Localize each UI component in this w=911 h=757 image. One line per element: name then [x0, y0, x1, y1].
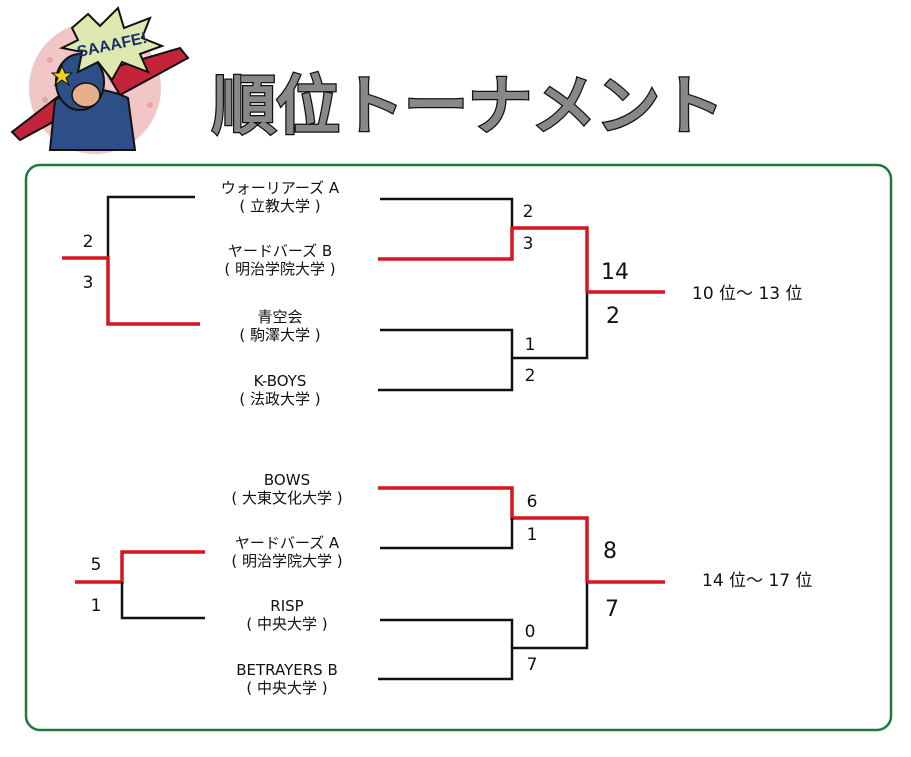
- g1-semi-bottom-score-a: 1: [525, 335, 536, 355]
- g1-team-3-school: ( 駒澤大学 ): [239, 326, 320, 344]
- g2-semi-bottom-winner-line: [378, 582, 589, 681]
- g2-team-4-school: ( 中央大学 ): [246, 679, 327, 697]
- g1-team-4-name: K-BOYS: [254, 372, 307, 390]
- g2-team-2-name: ヤードバーズ A: [235, 534, 340, 552]
- g2-left-top-line: [75, 550, 205, 584]
- g2-semi-bottom-score-b: 7: [527, 655, 538, 675]
- g1-semi-top-winner-line: [378, 226, 589, 292]
- g2-semi-top-score-b: 1: [527, 525, 538, 545]
- g1-team-4-school: ( 法政大学 ): [239, 390, 320, 408]
- g1-rank-label: 10 位～ 13 位: [692, 284, 802, 304]
- g2-final-score-top: 8: [603, 539, 617, 564]
- g2-team-1-school: ( 大東文化大学 ): [231, 489, 342, 507]
- g1-team-1-school: ( 立教大学 ): [239, 197, 320, 215]
- g2-semi-top-winner-line: [378, 486, 589, 582]
- g1-left-score-bottom: 3: [83, 273, 94, 293]
- page-title: 順位トーナメント: [212, 70, 724, 144]
- g2-left-bottom-line: [120, 582, 205, 620]
- g2-team-4-name: BETRAYERS B: [236, 661, 337, 679]
- g1-final-score-bottom: 2: [606, 304, 620, 329]
- g1-semi-bottom-score-b: 2: [525, 366, 536, 386]
- group-1: ウォーリアーズ A ( 立教大学 ) ヤードバーズ B ( 明治学院大学 ) 青…: [62, 179, 802, 408]
- g1-semi-bottom-loser-line: [380, 328, 514, 358]
- g2-left-score-top: 5: [91, 555, 102, 575]
- g2-team-2-school: ( 明治学院大学 ): [231, 552, 342, 570]
- g2-semi-top-score-a: 6: [527, 492, 538, 512]
- g1-team-2-school: ( 明治学院大学 ): [224, 260, 335, 278]
- g1-semi-bottom-winner-line: [378, 292, 589, 392]
- g1-semi-top-score-b: 3: [523, 234, 534, 254]
- g1-final-score-top: 14: [601, 260, 629, 285]
- g2-semi-bottom-loser-line: [380, 618, 514, 648]
- g2-left-score-bottom: 1: [91, 596, 102, 616]
- g1-left-score-top: 2: [83, 232, 94, 252]
- g2-final-score-bottom: 7: [605, 597, 619, 622]
- g1-team-1-name: ウォーリアーズ A: [221, 179, 340, 197]
- bracket-frame: [24, 163, 893, 732]
- mascot-logo: SAAAFE!: [10, 6, 190, 154]
- g2-semi-bottom-score-a: 0: [525, 622, 536, 642]
- g2-semi-top-loser-line: [380, 518, 514, 550]
- g1-left-top-line: [106, 195, 195, 258]
- g1-semi-top-loser-line: [380, 197, 514, 228]
- g2-team-3-name: RISP: [270, 597, 303, 615]
- header: SAAAFE! 順位トーナメント: [10, 6, 725, 154]
- g1-team-2-name: ヤードバーズ B: [228, 242, 332, 260]
- g1-semi-top-score-a: 2: [523, 202, 534, 222]
- g2-rank-label: 14 位～ 17 位: [702, 571, 812, 591]
- g2-team-1-name: BOWS: [264, 471, 310, 489]
- g1-team-3-name: 青空会: [257, 308, 302, 326]
- g2-team-3-school: ( 中央大学 ): [246, 615, 327, 633]
- group-2: BOWS ( 大東文化大学 ) ヤードバーズ A ( 明治学院大学 ) RISP…: [75, 471, 812, 697]
- g1-left-bottom-line: [62, 256, 200, 326]
